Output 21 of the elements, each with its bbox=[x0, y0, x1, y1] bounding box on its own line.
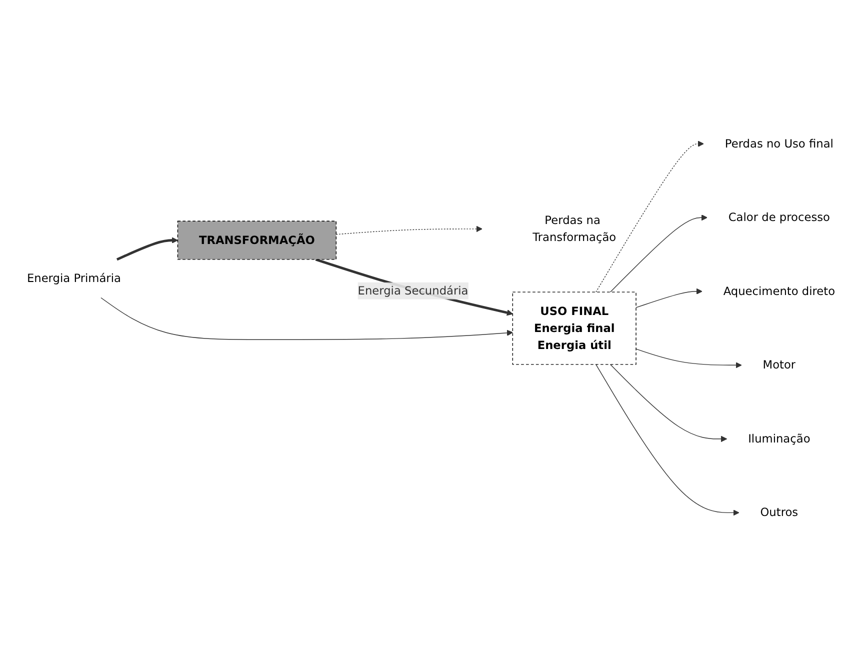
arrow bbox=[336, 226, 482, 234]
arrow bbox=[636, 288, 702, 308]
arrow bbox=[116, 236, 178, 260]
arrow bbox=[596, 140, 704, 292]
node-text: Aquecimento direto bbox=[723, 284, 836, 298]
arrow bbox=[636, 348, 742, 368]
node-text: Calor de processo bbox=[728, 210, 830, 224]
node-text: Perdas na Transformação bbox=[532, 213, 616, 244]
node-text: Iluminação bbox=[748, 432, 810, 446]
edge-label: Energia Secundária bbox=[358, 283, 468, 297]
node-box: TRANSFORMAÇÃO bbox=[177, 220, 337, 260]
node-text: Perdas no Uso final bbox=[724, 136, 834, 150]
node-text: Motor bbox=[762, 358, 796, 372]
arrow bbox=[610, 214, 708, 292]
node-text: Outros bbox=[760, 505, 798, 519]
arrow bbox=[610, 364, 728, 442]
arrow bbox=[596, 364, 740, 516]
node-text: Energia Primária bbox=[26, 271, 121, 285]
node-box: USO FINAL Energia final Energia útil bbox=[512, 291, 636, 365]
arrow bbox=[315, 258, 513, 316]
arrow bbox=[100, 297, 513, 340]
